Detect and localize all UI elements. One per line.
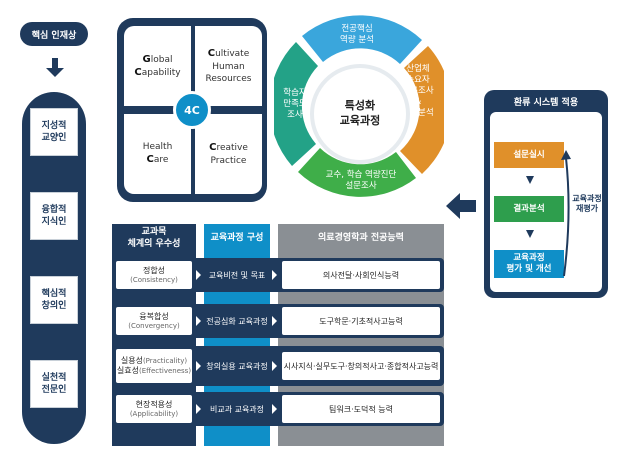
cycle-label-core: 전공핵심 역량 분석 [340, 24, 374, 46]
table-cell-ability: 팀워크·도덕적 능력 [282, 395, 440, 423]
talent-item: 핵심적 창의인 [30, 276, 78, 324]
table-header-ability: 의료경영학과 전공능력 [278, 224, 444, 254]
cycle-segment-survey [298, 148, 416, 197]
table-cell-curriculum: 전공심화 교육과정 [206, 316, 268, 326]
table-cell-ability: 시사지식·실무도구·창의적사고·종합적사고능력 [282, 352, 440, 380]
row-arrow-icon [196, 404, 201, 414]
cycle-center: 특성화 교육과정 [314, 68, 406, 160]
table-header-excellence: 교과목 체계의 우수성 [112, 224, 196, 254]
row-arrow-icon [196, 270, 201, 280]
table-cell-excellence: 현장적용성(Applicability) [116, 395, 192, 423]
cycle-segment-satisfaction [274, 42, 318, 166]
cycle-diagram [274, 15, 444, 197]
table-cell-ability: 의사전달·사회인식능력 [282, 261, 440, 289]
cycle-segment-core [302, 15, 422, 64]
table-cell-excellence: 융복합성(Convergency) [116, 307, 192, 335]
table-cell-ability: 도구학문·기초적사고능력 [282, 307, 440, 335]
down-arrow-icon [526, 176, 534, 184]
row-arrow-icon [196, 316, 201, 326]
cycle-label-satisfaction: 학습자 만족도 조사 [283, 88, 307, 121]
table-cell-curriculum: 교육비전 및 목표 [208, 270, 266, 280]
table-cell-excellence: 실용성(Practicality) 실효성(Effectiveness) [116, 349, 192, 383]
loop-arrow-icon [561, 150, 571, 277]
left-arrow-icon [446, 193, 476, 219]
talent-item: 융합적 지식인 [30, 192, 78, 240]
talent-item: 실천적 전문인 [30, 360, 78, 408]
table-cell-excellence: 정합성(Consistency) [116, 261, 192, 289]
circulation-step: 교육과정 평가 및 개선 [494, 250, 564, 278]
table-cell-curriculum: 창의실용 교육과정 [206, 361, 268, 371]
row-arrow-icon [272, 270, 277, 280]
cycle-label-industry: 산업체 수요자 요구조사 & 직무분석 [402, 64, 434, 119]
core-talent-title: 핵심 인재상 [20, 22, 88, 46]
row-arrow-icon [272, 404, 277, 414]
row-arrow-icon [272, 361, 277, 371]
reevaluation-label: 교육과정 재평가 [572, 194, 602, 214]
table-cell-curriculum: 비교과 교육과정 [209, 404, 265, 414]
down-arrow-icon [526, 230, 534, 238]
four-c-center: 4C [173, 91, 211, 129]
cycle-label-survey: 교수, 학습 역량진단 설문조사 [325, 170, 397, 192]
circulation-title: 환류 시스템 적용 [513, 97, 579, 108]
table-header-curriculum: 교육과정 구성 [204, 224, 270, 254]
cycle-segment-industry [400, 46, 444, 174]
circulation-step: 결과분석 [494, 196, 564, 222]
row-arrow-icon [272, 316, 277, 326]
talent-item: 지성적 교양인 [30, 108, 78, 156]
row-arrow-icon [196, 361, 201, 371]
circulation-step: 설문실시 [494, 142, 564, 168]
